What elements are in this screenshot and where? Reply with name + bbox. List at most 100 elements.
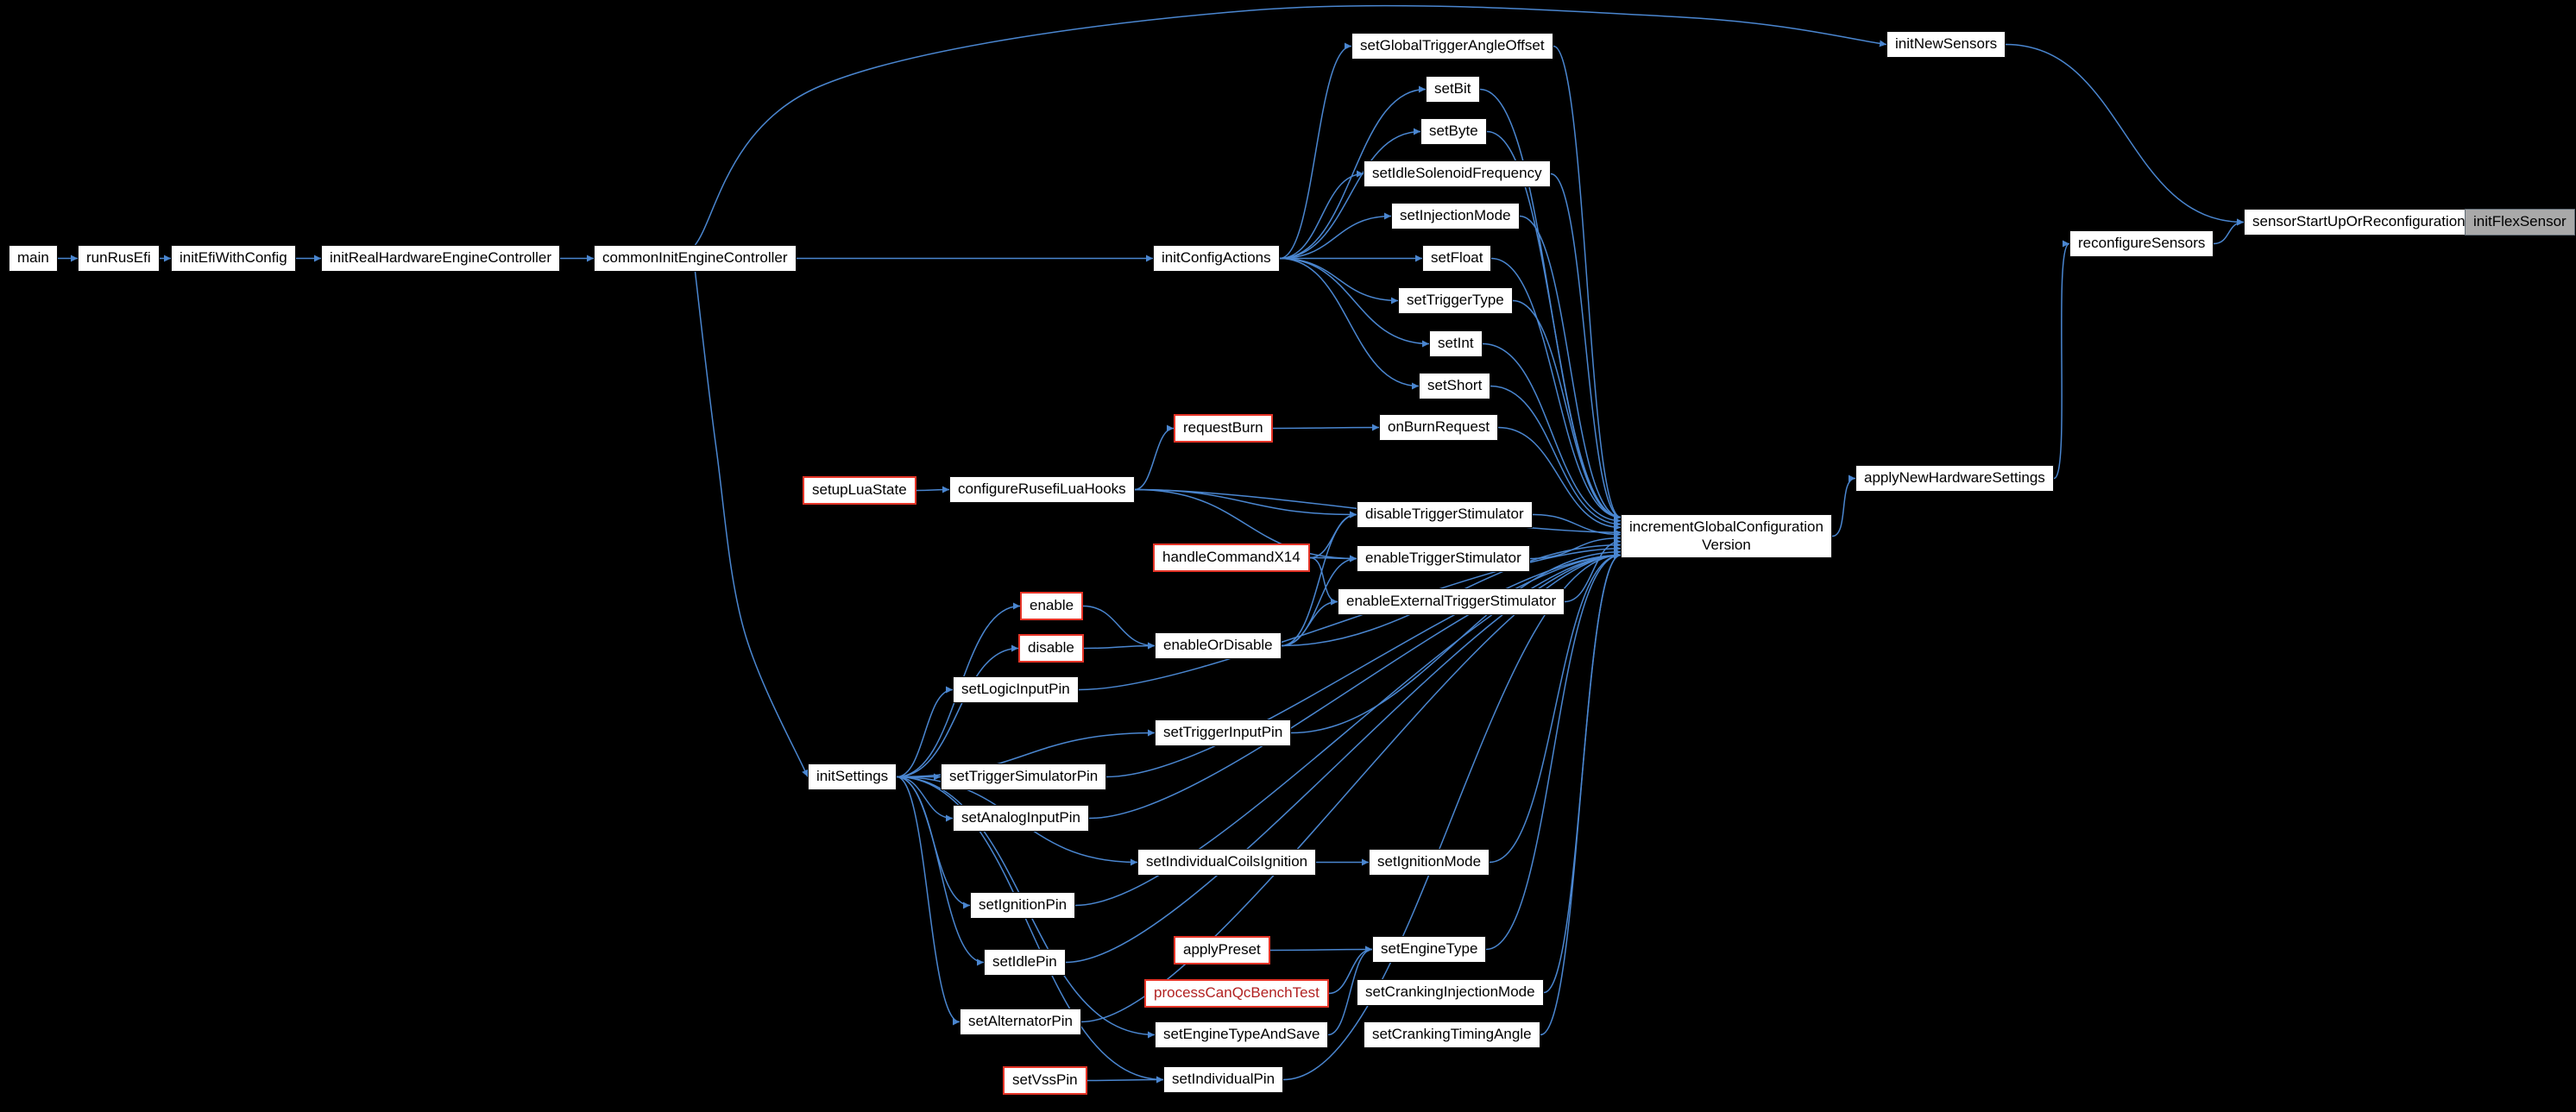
node-handleCommandX14[interactable]: handleCommandX14 (1153, 543, 1310, 572)
edge-setTriggerType-to-incrementGlobalConfigurationVersion (1512, 299, 1622, 521)
node-setInjectionMode[interactable]: setInjectionMode (1391, 203, 1520, 229)
node-setIdleSolenoidFrequency[interactable]: setIdleSolenoidFrequency (1364, 160, 1551, 187)
node-setIdlePin[interactable]: setIdlePin (984, 949, 1066, 976)
edge-initConfigActions-to-setIdleSolenoidFrequency (1279, 170, 1364, 260)
edge-commonInitEngineController-to-initSettings (694, 271, 809, 777)
node-processCanQcBenchTest[interactable]: processCanQcBenchTest (1144, 979, 1329, 1008)
edge-setGlobalTriggerAngleOffset-to-incrementGlobalConfigurationVersion (1553, 45, 1622, 521)
edge-requestBurn-to-onBurnRequest (1272, 424, 1380, 431)
edge-incrementGlobalConfigurationVersion-to-applyNewHardwareSettings (1831, 474, 1856, 537)
edge-setIdlePin-to-incrementGlobalConfigurationVersion (1065, 551, 1622, 964)
node-setCrankingTimingAngle[interactable]: setCrankingTimingAngle (1364, 1021, 1540, 1048)
node-applyPreset[interactable]: applyPreset (1174, 936, 1270, 964)
node-disableTriggerStimulator[interactable]: disableTriggerStimulator (1357, 501, 1533, 528)
edge-setCrankingTimingAngle-to-incrementGlobalConfigurationVersion (1540, 551, 1622, 1036)
node-commonInitEngineController[interactable]: commonInitEngineController (594, 245, 797, 272)
node-sensorStartUpOrReconfiguration[interactable]: sensorStartUpOrReconfiguration (2244, 209, 2474, 236)
edge-setIndividualPin-to-incrementGlobalConfigurationVersion (1282, 551, 1622, 1081)
edge-setupLuaState-to-configureRusefiLuaHooks (916, 486, 950, 493)
node-initSettings[interactable]: initSettings (808, 763, 898, 790)
node-setupLuaState[interactable]: setupLuaState (803, 476, 916, 505)
edge-setEngineTypeAndSave-to-setEngineType (1327, 946, 1373, 1036)
edge-configureRusefiLuaHooks-to-requestBurn (1134, 424, 1175, 491)
node-enableTriggerStimulator[interactable]: enableTriggerStimulator (1357, 545, 1530, 572)
node-setCrankingInjectionMode[interactable]: setCrankingInjectionMode (1357, 979, 1544, 1006)
edge-setTriggerSimulatorPin-to-incrementGlobalConfigurationVersion (1105, 551, 1622, 778)
node-setGlobalTriggerAngleOffset[interactable]: setGlobalTriggerAngleOffset (1351, 33, 1553, 60)
node-setShort[interactable]: setShort (1419, 373, 1491, 399)
edge-commonInitEngineController-to-initNewSensors (694, 4, 1887, 246)
node-onBurnRequest[interactable]: onBurnRequest (1379, 414, 1499, 441)
node-configureRusefiLuaHooks[interactable]: configureRusefiLuaHooks (949, 476, 1135, 503)
node-reconfigureSensors[interactable]: reconfigureSensors (2069, 230, 2214, 257)
node-setEngineType[interactable]: setEngineType (1372, 936, 1487, 963)
node-setLogicInputPin[interactable]: setLogicInputPin (953, 676, 1079, 703)
edge-setByte-to-incrementGlobalConfigurationVersion (1486, 130, 1622, 521)
edge-initSettings-to-setIndividualPin (896, 776, 1164, 1084)
node-setIndividualCoilsIgnition[interactable]: setIndividualCoilsIgnition (1137, 849, 1317, 876)
node-applyNewHardwareSettings[interactable]: applyNewHardwareSettings (1855, 465, 2054, 492)
edge-setFloat-to-incrementGlobalConfigurationVersion (1490, 257, 1622, 521)
node-setBit[interactable]: setBit (1426, 76, 1480, 103)
edge-setIdleSolenoidFrequency-to-incrementGlobalConfigurationVersion (1550, 173, 1622, 521)
node-setFloat[interactable]: setFloat (1422, 245, 1492, 272)
node-setEngineTypeAndSave[interactable]: setEngineTypeAndSave (1155, 1021, 1329, 1048)
edge-onBurnRequest-to-incrementGlobalConfigurationVersion (1497, 426, 1622, 531)
node-initFlexSensor: initFlexSensor (2465, 209, 2575, 236)
edge-applyNewHardwareSettings-to-reconfigureSensors (2053, 240, 2070, 480)
edge-setIgnitionMode-to-incrementGlobalConfigurationVersion (1489, 551, 1622, 864)
node-setTriggerInputPin[interactable]: setTriggerInputPin (1155, 719, 1292, 746)
edge-setLogicInputPin-to-incrementGlobalConfigurationVersion (1078, 544, 1622, 691)
node-setTriggerType[interactable]: setTriggerType (1398, 287, 1513, 314)
node-requestBurn[interactable]: requestBurn (1174, 414, 1273, 443)
edge-initSettings-to-setIdlePin (896, 776, 985, 966)
edge-setInjectionMode-to-incrementGlobalConfigurationVersion (1519, 215, 1622, 521)
edge-initConfigActions-to-setBit (1279, 85, 1427, 260)
node-initEfiWithConfig[interactable]: initEfiWithConfig (171, 245, 296, 272)
node-main[interactable]: main (9, 245, 58, 272)
node-setAlternatorPin[interactable]: setAlternatorPin (960, 1008, 1081, 1035)
node-enableOrDisable[interactable]: enableOrDisable (1155, 632, 1282, 659)
node-disable[interactable]: disable (1018, 634, 1084, 663)
node-setVssPin[interactable]: setVssPin (1003, 1066, 1087, 1095)
node-setAnalogInputPin[interactable]: setAnalogInputPin (953, 805, 1089, 832)
edge-initSettings-to-disable (896, 644, 1019, 778)
edge-setEngineType-to-incrementGlobalConfigurationVersion (1485, 551, 1622, 951)
edge-setShort-to-incrementGlobalConfigurationVersion (1490, 385, 1622, 528)
node-initConfigActions[interactable]: initConfigActions (1153, 245, 1280, 272)
node-initNewSensors[interactable]: initNewSensors (1886, 31, 2006, 58)
node-runRusEfi[interactable]: runRusEfi (78, 245, 160, 272)
edge-setVssPin-to-setIndividualPin (1086, 1076, 1164, 1084)
node-enableExternalTriggerStimulator[interactable]: enableExternalTriggerStimulator (1338, 588, 1565, 615)
edge-initSettings-to-setAlternatorPin (896, 776, 960, 1026)
edge-initSettings-to-setLogicInputPin (896, 686, 954, 778)
edge-initConfigActions-to-setByte (1279, 128, 1421, 260)
node-setIndividualPin[interactable]: setIndividualPin (1163, 1066, 1284, 1093)
edge-disableTriggerStimulator-to-incrementGlobalConfigurationVersion (1532, 513, 1622, 538)
edge-initSettings-to-setAnalogInputPin (896, 776, 954, 822)
edge-applyPreset-to-setEngineType (1269, 946, 1373, 953)
node-setIgnitionPin[interactable]: setIgnitionPin (970, 892, 1076, 919)
edge-initNewSensors-to-sensorStartUpOrReconfiguration (2005, 43, 2245, 226)
edge-enableOrDisable-to-disableTriggerStimulator (1281, 511, 1357, 647)
node-enable[interactable]: enable (1020, 592, 1084, 620)
edge-enableExternalTriggerStimulator-to-incrementGlobalConfigurationVersion (1564, 537, 1622, 603)
edge-disable-to-enableOrDisable (1083, 642, 1156, 650)
node-setInt[interactable]: setInt (1429, 330, 1483, 357)
edge-enableOrDisable-to-enableExternalTriggerStimulator (1281, 598, 1338, 647)
node-incrementGlobalConfigurationVersion[interactable]: incrementGlobalConfiguration Version (1621, 514, 1832, 559)
node-setTriggerSimulatorPin[interactable]: setTriggerSimulatorPin (941, 763, 1107, 790)
node-setByte[interactable]: setByte (1420, 118, 1487, 145)
node-setIgnitionMode[interactable]: setIgnitionMode (1369, 849, 1490, 876)
edge-setIgnitionPin-to-incrementGlobalConfigurationVersion (1074, 551, 1622, 907)
edge-enableTriggerStimulator-to-incrementGlobalConfigurationVersion (1529, 534, 1622, 560)
edge-initConfigActions-to-setInt (1279, 257, 1430, 348)
edge-initConfigActions-to-setGlobalTriggerAngleOffset (1279, 42, 1352, 260)
edge-initConfigActions-to-setInjectionMode (1279, 212, 1392, 260)
node-initRealHardwareEngineController[interactable]: initRealHardwareEngineController (321, 245, 561, 272)
edge-setInt-to-incrementGlobalConfigurationVersion (1482, 342, 1622, 525)
edge-initConfigActions-to-setShort (1279, 257, 1420, 390)
edge-setAnalogInputPin-to-incrementGlobalConfigurationVersion (1088, 551, 1622, 820)
